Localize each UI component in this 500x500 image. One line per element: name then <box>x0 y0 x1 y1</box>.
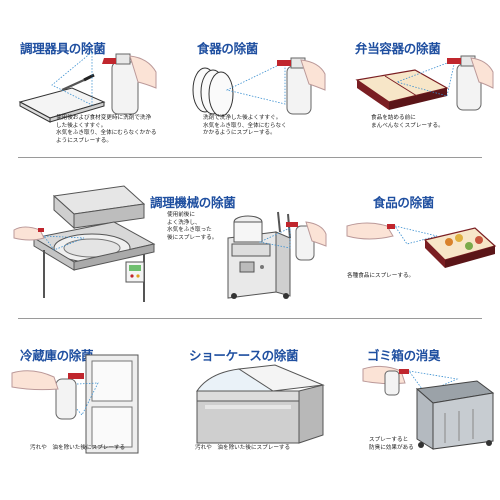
panel-title: 調理器具の除菌 <box>20 41 106 56</box>
panel-title: 食器の除菌 <box>197 41 259 56</box>
food-tray-spray-illustration <box>346 222 497 268</box>
cooking-machine-illustration <box>13 185 156 302</box>
panel-caption: 食品を詰める前に まんべんなくスプレーする。 <box>371 115 444 129</box>
trash-bin-spray-illustration <box>362 365 495 450</box>
showcase-illustration <box>196 364 325 444</box>
panel-title: 弁当容器の除菌 <box>355 41 441 56</box>
panel-refrigerator: 冷蔵庫の除菌 汚れや 油を除いた後にスプレーする <box>0 319 167 500</box>
panel-utensils: 調理器具の除菌 使用後および食材変更時に洗剤で洗浄 した後よくすすぐ。 水気をふ… <box>0 0 167 157</box>
dishes-spray-illustration <box>192 57 326 117</box>
panel-caption: 汚れや 油を除いた後にスプレーする <box>195 445 291 451</box>
panel-title: ゴミ箱の消臭 <box>367 348 441 363</box>
panel-title: 調理機械の除菌 <box>150 195 236 210</box>
panel-caption: スプレーすると 防臭に効果がある <box>369 437 414 451</box>
panel-caption: 各種食品にスプレーする。 <box>347 273 415 279</box>
panel-caption: 使用前後に よく洗浄し、 水気をふき取った 後にスプレーする。 <box>167 212 218 241</box>
panel-caption: 洗剤で洗浄した後よくすすぐ。 水気をふき取り、全体にむらなく かかるようにスプレ… <box>203 115 287 136</box>
slicer-machine-illustration <box>227 211 291 299</box>
panel-trash-bin: ゴミ箱の消臭 スプレーすると 防臭に効果がある <box>333 319 500 500</box>
panel-showcase: ショーケースの除菌 汚れや 油を除いた後にスプレーする <box>167 319 333 500</box>
panel-title: 食品の除菌 <box>373 195 435 210</box>
panel-dishes: 食器の除菌 洗剤で洗浄した後よくすすぐ。 水気をふき取り、全体にむらなく かかる… <box>167 0 333 157</box>
panel-bento: 弁当容器の除菌 食品を詰める前に まんべんなくスプレーする。 <box>333 0 500 157</box>
spray-bottle-hand <box>258 221 327 261</box>
cutting-board-spray-illustration <box>18 51 157 123</box>
refrigerator-spray-illustration <box>11 354 139 454</box>
panel-food: 食品の除菌 各種食品にスプレーする。 <box>333 158 500 318</box>
panel-cooking-machines: 調理機械の除菌 <box>0 158 333 318</box>
panel-title: ショーケースの除菌 <box>189 348 299 363</box>
panel-caption: 汚れや 油を除いた後にスプレーする <box>30 445 126 451</box>
panel-caption: 使用後および食材変更時に洗剤で洗浄 した後よくすすぐ。 水気をふき取り、全体にむ… <box>56 115 157 144</box>
row-divider-1 <box>18 157 482 158</box>
bento-spray-illustration <box>355 55 494 111</box>
panel-title: 冷蔵庫の除菌 <box>20 348 94 363</box>
row-divider-2 <box>18 318 482 319</box>
